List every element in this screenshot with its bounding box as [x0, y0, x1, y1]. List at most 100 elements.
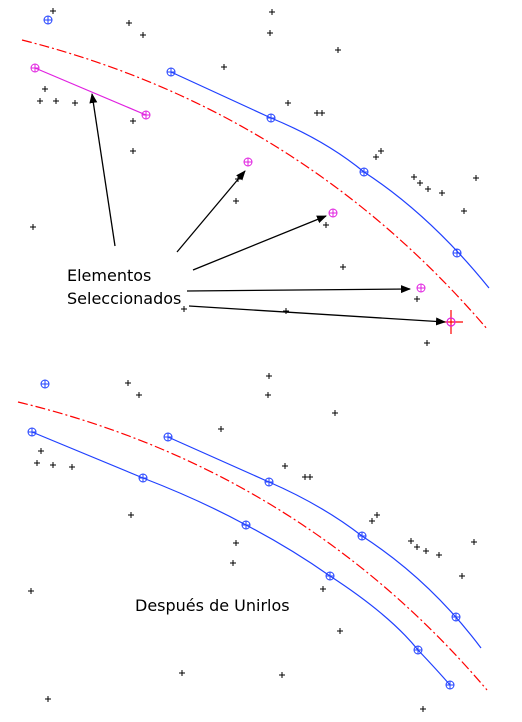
selected-point	[416, 283, 426, 293]
vertex	[264, 477, 274, 487]
vertex	[452, 248, 462, 258]
survey-point	[471, 539, 477, 545]
top-panel	[21, 8, 490, 346]
survey-point	[414, 296, 420, 302]
selected-points	[30, 63, 426, 293]
survey-point	[323, 222, 329, 228]
vertex	[359, 167, 369, 177]
survey-point	[37, 98, 43, 104]
blue-vertices-bottom	[27, 427, 461, 690]
survey-point	[459, 573, 465, 579]
survey-point	[369, 518, 375, 524]
survey-point	[130, 118, 136, 124]
survey-point	[332, 410, 338, 416]
blue-alignment-outer	[167, 436, 482, 649]
survey-point	[307, 474, 313, 480]
survey-point	[38, 448, 44, 454]
selected-point	[328, 208, 338, 218]
blue-alignment-top	[170, 71, 490, 289]
survey-point	[461, 208, 467, 214]
vertex	[138, 473, 148, 483]
label-selected-elements-line1: Elementos	[67, 266, 152, 285]
survey-point	[72, 100, 78, 106]
survey-point	[424, 340, 430, 346]
survey-point	[218, 426, 224, 432]
survey-point	[221, 64, 227, 70]
survey-point	[136, 392, 142, 398]
arrow	[89, 93, 116, 247]
survey-point	[337, 628, 343, 634]
survey-point	[408, 538, 414, 544]
survey-point	[417, 180, 423, 186]
vertex	[27, 427, 37, 437]
survey-point	[34, 460, 40, 466]
arrow	[188, 305, 446, 326]
control-point-bottom	[40, 379, 50, 389]
control-point-top	[43, 15, 53, 25]
survey-points-top	[30, 8, 479, 346]
arrow	[176, 170, 246, 253]
blue-alignment-joined	[31, 431, 451, 686]
survey-point	[436, 552, 442, 558]
survey-point	[28, 588, 34, 594]
survey-point	[128, 512, 134, 518]
survey-point	[181, 306, 187, 312]
selected-segment	[34, 67, 147, 116]
survey-point	[373, 154, 379, 160]
selected-point	[243, 157, 253, 167]
survey-points-bottom	[28, 373, 477, 712]
selected-point	[141, 110, 151, 120]
survey-point	[378, 148, 384, 154]
survey-point	[50, 462, 56, 468]
survey-point	[269, 9, 275, 15]
centerline-dashed-top	[21, 39, 489, 331]
survey-point	[50, 8, 56, 14]
survey-point	[282, 463, 288, 469]
survey-point	[423, 548, 429, 554]
survey-point	[45, 696, 51, 702]
survey-point	[265, 392, 271, 398]
survey-point	[140, 32, 146, 38]
vertex	[266, 113, 276, 123]
survey-point	[340, 264, 346, 270]
label-after-joining: Después de Unirlos	[135, 596, 290, 615]
vertex	[451, 612, 461, 622]
survey-point	[125, 380, 131, 386]
arrow	[186, 285, 411, 294]
arrow	[192, 215, 327, 271]
vertex	[325, 571, 335, 581]
survey-point	[42, 86, 48, 92]
survey-point	[283, 308, 289, 314]
survey-point	[179, 670, 185, 676]
survey-point	[69, 464, 75, 470]
vertex	[357, 531, 367, 541]
survey-point	[411, 174, 417, 180]
label-selected-elements-line2: Seleccionados	[67, 289, 182, 308]
bottom-panel	[17, 373, 488, 712]
survey-point	[230, 560, 236, 566]
survey-point	[30, 224, 36, 230]
selected-point	[30, 63, 40, 73]
vertex	[413, 645, 423, 655]
survey-point	[420, 706, 426, 712]
vertex	[163, 432, 173, 442]
survey-point	[233, 198, 239, 204]
survey-point	[439, 190, 445, 196]
blue-vertices-top	[166, 67, 462, 258]
survey-point	[266, 373, 272, 379]
vertex	[241, 520, 251, 530]
centerline-dashed-bottom	[17, 401, 488, 691]
survey-point	[53, 98, 59, 104]
survey-point	[319, 110, 325, 116]
survey-point	[335, 47, 341, 53]
survey-point	[425, 186, 431, 192]
survey-point	[285, 100, 291, 106]
survey-point	[473, 175, 479, 181]
survey-point	[414, 544, 420, 550]
survey-point	[126, 20, 132, 26]
survey-point	[374, 512, 380, 518]
survey-point	[279, 672, 285, 678]
survey-point	[130, 148, 136, 154]
survey-point	[233, 540, 239, 546]
